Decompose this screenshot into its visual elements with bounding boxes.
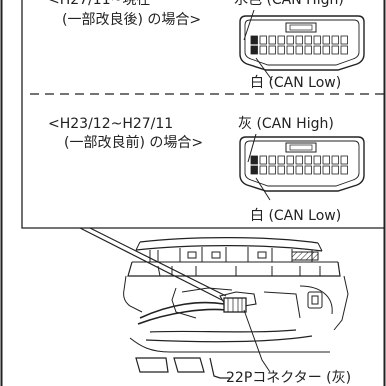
connector-pin	[304, 155, 312, 165]
connector-pin	[322, 35, 330, 45]
connector-pin	[268, 165, 276, 175]
rib-teeth	[149, 247, 313, 262]
connector-pin	[259, 155, 267, 165]
leader-22p	[243, 309, 271, 373]
callout-pointer-a	[79, 227, 223, 301]
pin-grid-lower	[250, 155, 348, 175]
connector-pin	[322, 165, 330, 175]
connector-pin	[250, 155, 258, 165]
connector-pin	[286, 155, 294, 165]
panel-lower-title-line1: <H23/12~H27/11	[48, 116, 173, 132]
connector-pin	[286, 45, 294, 55]
connector-pin	[295, 165, 303, 175]
connector-pin	[286, 35, 294, 45]
connector-pin	[331, 155, 339, 165]
connector-pin	[304, 45, 312, 55]
connector-pin	[277, 165, 285, 175]
connector-pin	[331, 45, 339, 55]
connector-pin	[295, 35, 303, 45]
connector-pin	[277, 45, 285, 55]
connector-pin	[259, 35, 267, 45]
connector-pin	[313, 155, 321, 165]
panel-upper: <H27/11~現在 (一部改良後) の場合> 水色 (CAN High) 白 …	[48, 0, 365, 91]
connector-lower	[239, 136, 365, 192]
connector-pin	[331, 35, 339, 45]
connector-upper	[239, 15, 365, 71]
connector-pin	[286, 165, 294, 175]
panel-lower-label-can-high: 灰 (CAN High)	[238, 116, 334, 132]
callout-box	[21, 0, 384, 229]
connector-pin	[277, 35, 285, 45]
connector-pin	[313, 45, 321, 55]
connector-pin	[304, 35, 312, 45]
panel-lower-label-can-low: 白 (CAN Low)	[250, 208, 341, 224]
vehicle-illustration	[79, 227, 349, 379]
connector-pin	[268, 45, 276, 55]
connector-pin	[259, 45, 267, 55]
leader-upper-high	[243, 9, 255, 41]
connector-pin	[250, 45, 258, 55]
connector-pin	[340, 45, 348, 55]
connector-pin	[250, 35, 258, 45]
connector-pin	[313, 165, 321, 175]
panel-upper-label-can-low: 白 (CAN Low)	[250, 75, 341, 91]
connector-pin	[304, 165, 312, 175]
panel-upper-title-line1: <H27/11~現在	[48, 0, 150, 8]
connector-pin	[268, 35, 276, 45]
panel-upper-title-line2: (一部改良後) の場合>	[62, 12, 201, 28]
connector-pin	[340, 35, 348, 45]
connector-pin	[259, 165, 267, 175]
pin-grid-upper	[250, 35, 348, 55]
panel-lower: <H23/12~H27/11 (一部改良前) の場合> 灰 (CAN High)…	[48, 116, 365, 224]
connector-22p-label: 22Pコネクター (灰)	[226, 370, 351, 386]
connector-pin	[277, 155, 285, 165]
leader-upper-low	[255, 57, 273, 81]
panel-lower-title-line2: (一部改良前) の場合>	[64, 134, 203, 151]
connector-pin	[331, 165, 339, 175]
leader-lower-high	[247, 133, 257, 163]
connector-pin	[250, 165, 258, 175]
connector-pin	[322, 155, 330, 165]
panel-upper-label-can-high: 水色 (CAN High)	[234, 0, 344, 8]
connector-pin	[322, 45, 330, 55]
connector-pin	[268, 155, 276, 165]
connector-pin	[340, 155, 348, 165]
connector-pin	[313, 35, 321, 45]
leader-lower-low	[255, 177, 271, 201]
connector-pin	[340, 165, 348, 175]
connector-pin	[295, 155, 303, 165]
connector-pin	[295, 45, 303, 55]
connector-22p-body	[223, 297, 247, 313]
